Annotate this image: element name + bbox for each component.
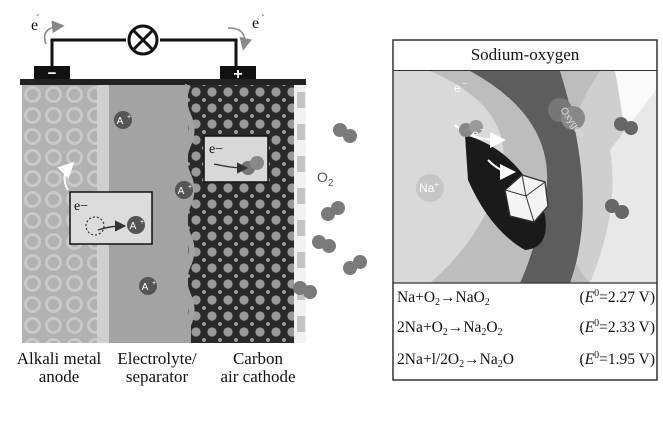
cathode-inset: e− bbox=[203, 135, 269, 183]
anode-label: Alkali metal anode bbox=[16, 349, 102, 386]
cathode-left-edge bbox=[181, 83, 195, 343]
ion-a-top: A + bbox=[114, 111, 132, 129]
crystal-icon bbox=[504, 174, 549, 223]
cathode-grid-strip bbox=[294, 85, 306, 343]
svg-text:A: A bbox=[117, 116, 124, 127]
ion-a-middle: A + bbox=[175, 181, 193, 199]
svg-text:+: + bbox=[127, 114, 131, 121]
svg-text:A: A bbox=[142, 282, 149, 293]
svg-text:Na+: Na+ bbox=[419, 180, 439, 195]
svg-text:+: + bbox=[152, 280, 156, 287]
reaction-row-1: Na+O2→NaO2 (E0=2.27 V) bbox=[397, 288, 655, 308]
electron-flow-arrow-left bbox=[43, 20, 65, 45]
panel-title: Sodium-oxygen bbox=[393, 40, 657, 71]
inset-electron-label: e− bbox=[74, 199, 88, 214]
anode-inset: e− A + bbox=[57, 161, 153, 245]
sodium-oxygen-illustration: Oxygen Na+ e − e − bbox=[394, 71, 656, 283]
o2-label: O2 bbox=[317, 169, 334, 189]
electron-flow-arrow-right bbox=[227, 27, 252, 51]
electron-label-right-prime: ` bbox=[261, 13, 265, 25]
electron-label-right: e bbox=[252, 15, 259, 32]
carbon-cathode-region bbox=[188, 85, 294, 343]
reaction-row-2: 2Na+O2→Na2O2 (E0=2.33 V) bbox=[397, 318, 655, 338]
positive-terminal: + bbox=[220, 66, 256, 83]
circuit-wire bbox=[50, 38, 238, 66]
svg-text:+: + bbox=[188, 184, 192, 191]
svg-text:+: + bbox=[233, 66, 242, 83]
electron-label-left: e bbox=[31, 17, 38, 34]
svg-text:e: e bbox=[472, 127, 479, 141]
inset-electron-label-cathode: e− bbox=[209, 142, 223, 157]
electrolyte-label: Electrolyte/ separator bbox=[117, 349, 197, 386]
reaction-row-3: 2Na+l/2O2→Na2O (E0=1.95 V) bbox=[397, 350, 655, 370]
svg-text:−: − bbox=[462, 79, 467, 88]
svg-text:A: A bbox=[178, 186, 185, 197]
reaction-3-potential: (E0=1.95 V) bbox=[579, 350, 655, 369]
svg-text:A: A bbox=[130, 221, 137, 232]
reaction-2-equation: 2Na+O2→Na2O2 bbox=[397, 319, 503, 338]
ion-a-bottom: A + bbox=[139, 277, 157, 295]
svg-text:−: − bbox=[48, 65, 57, 82]
reaction-1-potential: (E0=2.27 V) bbox=[579, 288, 655, 307]
lamp-icon bbox=[127, 24, 159, 56]
cathode-label: Carbon air cathode bbox=[220, 349, 296, 386]
reaction-1-equation: Na+O2→NaO2 bbox=[397, 289, 490, 308]
reaction-2-potential: (E0=2.33 V) bbox=[579, 318, 655, 337]
reaction-3-equation: 2Na+l/2O2→Na2O bbox=[397, 351, 514, 370]
negative-terminal: − bbox=[34, 65, 70, 82]
svg-text:+: + bbox=[140, 219, 144, 226]
svg-text:e: e bbox=[454, 81, 461, 95]
battery-top-bar bbox=[20, 79, 306, 85]
electron-label-left-prime: ´ bbox=[36, 13, 40, 25]
svg-text:−: − bbox=[480, 125, 485, 134]
o2-molecules bbox=[293, 123, 367, 299]
